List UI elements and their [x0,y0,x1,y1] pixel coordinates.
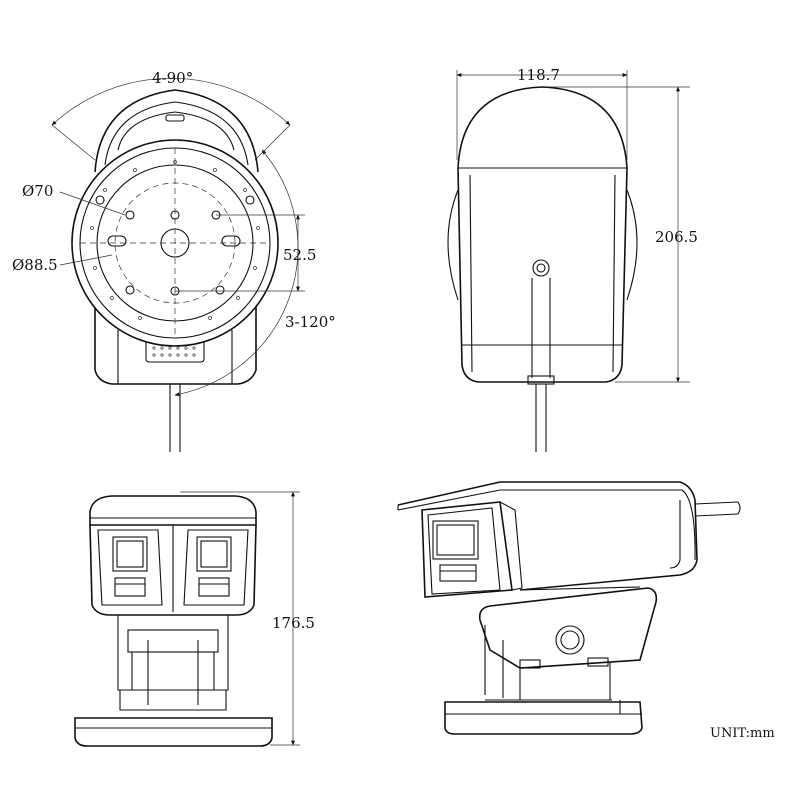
bottom-side-view: UNIT:mm [397,481,775,741]
unit-label: UNIT:mm [710,726,775,741]
angle-top-label: 4-90° [152,69,193,87]
side-view: 118.7 206.5 [447,66,698,452]
diameter-inner-label: Ø70 [22,182,53,200]
diameter-outer-label: Ø88.5 [12,256,58,274]
width-label: 118.7 [517,66,560,84]
height-label-bottom: 176.5 [272,614,315,632]
bottom-front-view: 176.5 [74,491,315,747]
height-label-side: 206.5 [655,228,698,246]
angle-side-label: 3-120° [285,313,336,331]
front-view: 4-90° Ø70 Ø88.5 52.5 3-120° [12,69,336,452]
hole-spacing-label: 52.5 [283,246,316,264]
